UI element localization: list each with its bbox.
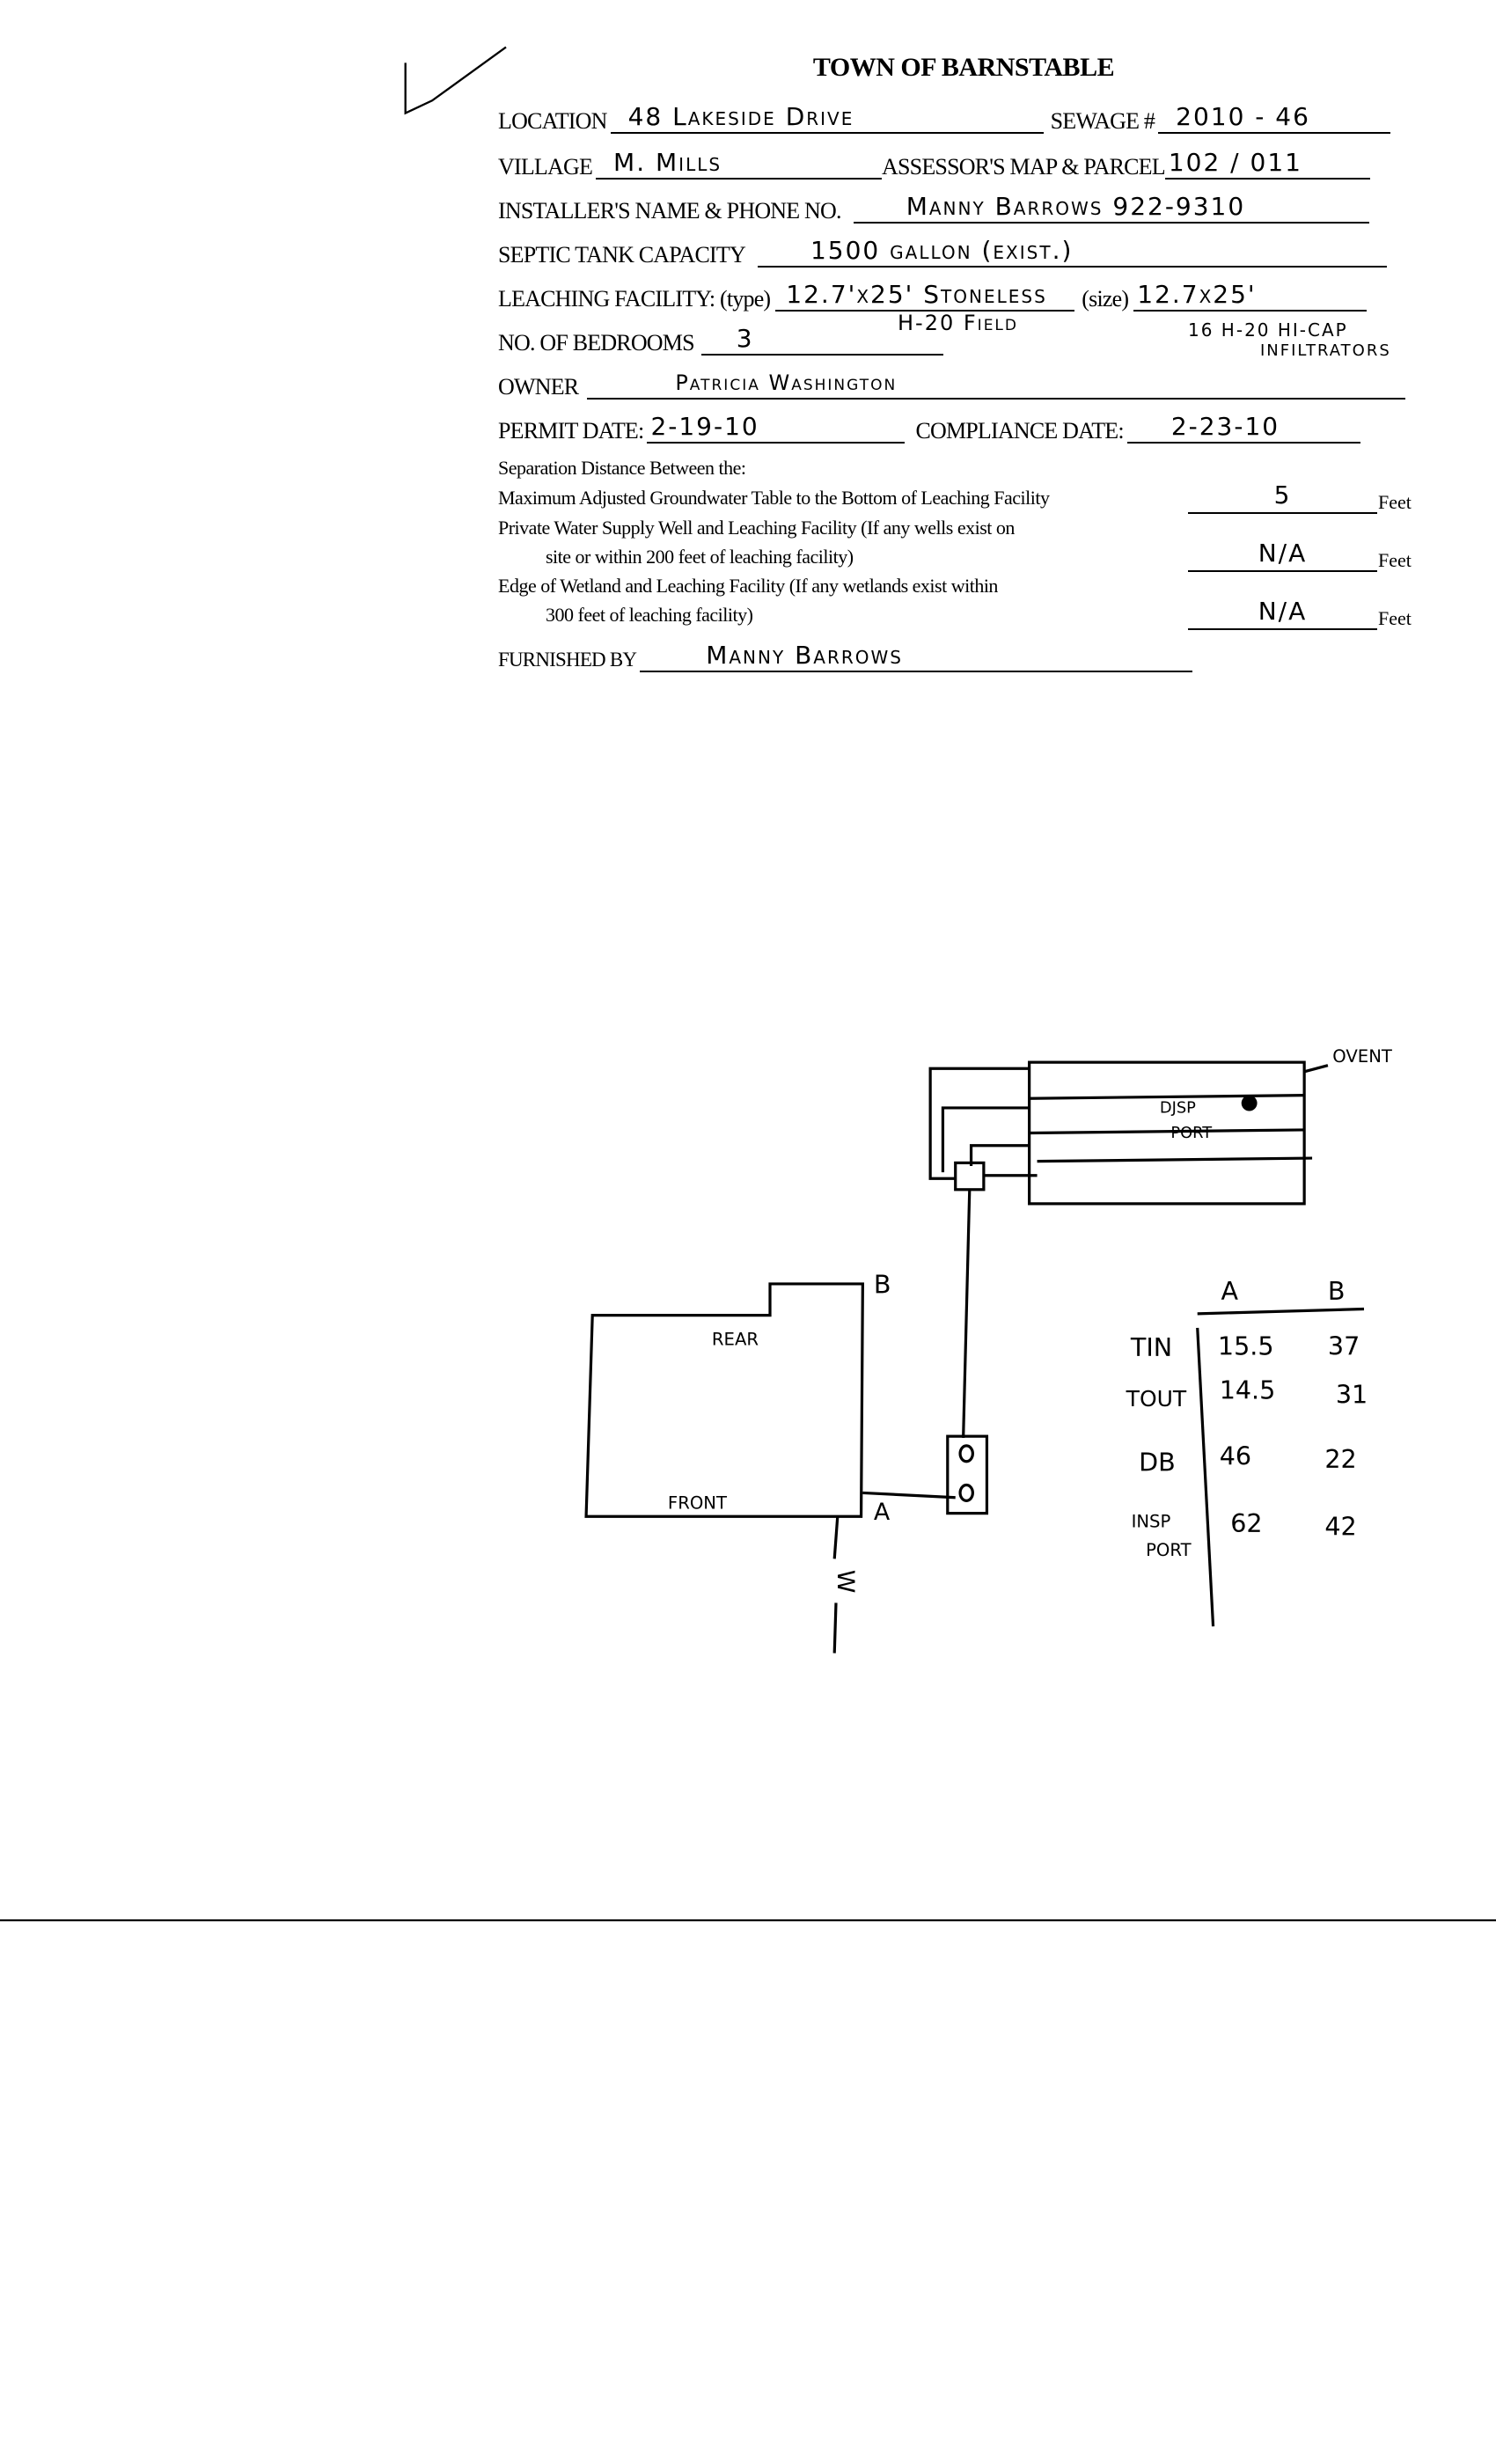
permit-label: PERMIT DATE: xyxy=(498,418,644,444)
leaching-type-field[interactable]: 12.7'x25' Stoneless xyxy=(775,278,1075,312)
bedrooms-note: INFILTRATORS xyxy=(1260,341,1391,360)
owner-label: OWNER xyxy=(498,374,579,400)
dist-marker-icon xyxy=(1241,1095,1258,1111)
corner-a: A xyxy=(874,1499,891,1526)
installer-label: INSTALLER'S NAME & PHONE NO. xyxy=(498,198,842,224)
septic-sketch xyxy=(0,1060,1496,1922)
leaching-size-field[interactable]: 12.7x25' xyxy=(1133,278,1368,312)
rear-label: REAR xyxy=(712,1330,759,1350)
village-label: VILLAGE xyxy=(498,154,593,180)
permit-value: 2-19-10 xyxy=(650,412,759,441)
separation-item: Private Water Supply Well and Leaching F… xyxy=(498,517,1015,539)
bedrooms-field[interactable]: 3 xyxy=(700,322,943,356)
bedrooms-note: H-20 Field xyxy=(898,311,1018,335)
separation-item: 300 feet of leaching facility) xyxy=(546,604,753,626)
furnished-field[interactable]: Manny Barrows xyxy=(640,639,1193,672)
house-outline xyxy=(584,1282,864,1518)
compliance-label: COMPLIANCE DATE: xyxy=(915,418,1124,444)
sewage-value: 2010 - 46 xyxy=(1176,102,1310,131)
check-mark-icon xyxy=(404,46,507,115)
village-field[interactable]: M. Mills xyxy=(596,146,883,180)
cell-a: 14.5 xyxy=(1220,1375,1276,1404)
septic-field[interactable]: 1500 gallon (exist.) xyxy=(757,234,1387,268)
location-field[interactable]: 48 Lakeside Drive xyxy=(610,100,1044,134)
unit-label: Feet xyxy=(1378,491,1412,513)
location-label: LOCATION xyxy=(498,108,607,134)
compliance-field[interactable]: 2-23-10 xyxy=(1126,410,1360,444)
installer-field[interactable]: Manny Barrows 922-9310 xyxy=(853,190,1369,224)
parcel-label: ASSESSOR'S MAP & PARCEL xyxy=(882,154,1166,180)
cell-b: 31 xyxy=(1336,1380,1368,1410)
sewage-label: SEWAGE # xyxy=(1050,108,1155,134)
wetland-distance-field[interactable]: N/A xyxy=(1188,597,1377,630)
form-title: TOWN OF BARNSTABLE xyxy=(812,53,1115,82)
furnished-value: Manny Barrows xyxy=(706,641,903,670)
furnished-label: FURNISHED BY xyxy=(498,649,637,671)
cell-b: 22 xyxy=(1324,1444,1356,1474)
col-b: B xyxy=(1328,1276,1346,1306)
cell-a: 15.5 xyxy=(1218,1331,1274,1360)
parcel-field[interactable]: 102 / 011 xyxy=(1164,146,1370,180)
groundwater-field[interactable]: 5 xyxy=(1188,480,1377,514)
owner-field[interactable]: Patricia Washington xyxy=(587,366,1406,400)
cell-b: 37 xyxy=(1328,1331,1360,1360)
row-label: PORT xyxy=(1146,1540,1192,1560)
cell-a: 46 xyxy=(1220,1441,1251,1470)
sewage-field[interactable]: 2010 - 46 xyxy=(1158,100,1391,134)
location-value: 48 Lakeside Drive xyxy=(627,102,854,131)
col-a: A xyxy=(1221,1276,1239,1306)
corner-b: B xyxy=(874,1270,891,1300)
pipe-line xyxy=(962,1189,972,1438)
leaching-label: LEACHING FACILITY: (type) xyxy=(498,286,771,312)
row-label: INSP xyxy=(1132,1512,1171,1532)
owner-value: Patricia Washington xyxy=(675,370,898,395)
wetland-distance-value: N/A xyxy=(1258,597,1308,626)
septic-label: SEPTIC TANK CAPACITY xyxy=(498,242,746,268)
unit-label: Feet xyxy=(1378,549,1412,571)
vent-label: OVENT xyxy=(1332,1046,1393,1067)
separation-heading: Separation Distance Between the: xyxy=(498,457,746,479)
separation-item: Edge of Wetland and Leaching Facility (I… xyxy=(498,575,998,597)
row-label: TOUT xyxy=(1126,1386,1187,1412)
size-label: (size) xyxy=(1082,286,1129,312)
leaching-size-value: 12.7x25' xyxy=(1137,280,1257,309)
compliance-value: 2-23-10 xyxy=(1170,412,1280,441)
tee-box xyxy=(954,1161,986,1192)
row-label: TIN xyxy=(1130,1332,1172,1362)
dist-label: DJSP xyxy=(1160,1098,1196,1117)
cell-a: 62 xyxy=(1230,1508,1262,1538)
installer-value: Manny Barrows 922-9310 xyxy=(906,192,1246,221)
permit-field[interactable]: 2-19-10 xyxy=(647,410,906,444)
well-label: W xyxy=(832,1570,859,1593)
parcel-value: 102 / 011 xyxy=(1168,148,1302,177)
leaching-type-value: 12.7'x25' Stoneless xyxy=(786,280,1047,309)
well-distance-field[interactable]: N/A xyxy=(1188,539,1377,572)
septic-value: 1500 gallon (exist.) xyxy=(810,236,1074,265)
front-label: FRONT xyxy=(668,1492,728,1513)
row-label: DB xyxy=(1139,1447,1176,1477)
groundwater-value: 5 xyxy=(1273,480,1292,510)
separation-item: site or within 200 feet of leaching faci… xyxy=(546,546,854,568)
separation-item: Maximum Adjusted Groundwater Table to th… xyxy=(498,487,1050,509)
cell-b: 42 xyxy=(1324,1512,1356,1542)
bedrooms-value: 3 xyxy=(736,324,754,353)
village-value: M. Mills xyxy=(613,148,722,177)
well-distance-value: N/A xyxy=(1258,539,1308,568)
port-label: PORT xyxy=(1170,1124,1212,1142)
bedrooms-label: NO. OF BEDROOMS xyxy=(498,330,695,356)
unit-label: Feet xyxy=(1378,607,1412,629)
distribution-box xyxy=(946,1434,989,1515)
vent-pipe xyxy=(1303,1064,1329,1074)
bedrooms-note: 16 H-20 HI-CAP xyxy=(1188,319,1348,341)
